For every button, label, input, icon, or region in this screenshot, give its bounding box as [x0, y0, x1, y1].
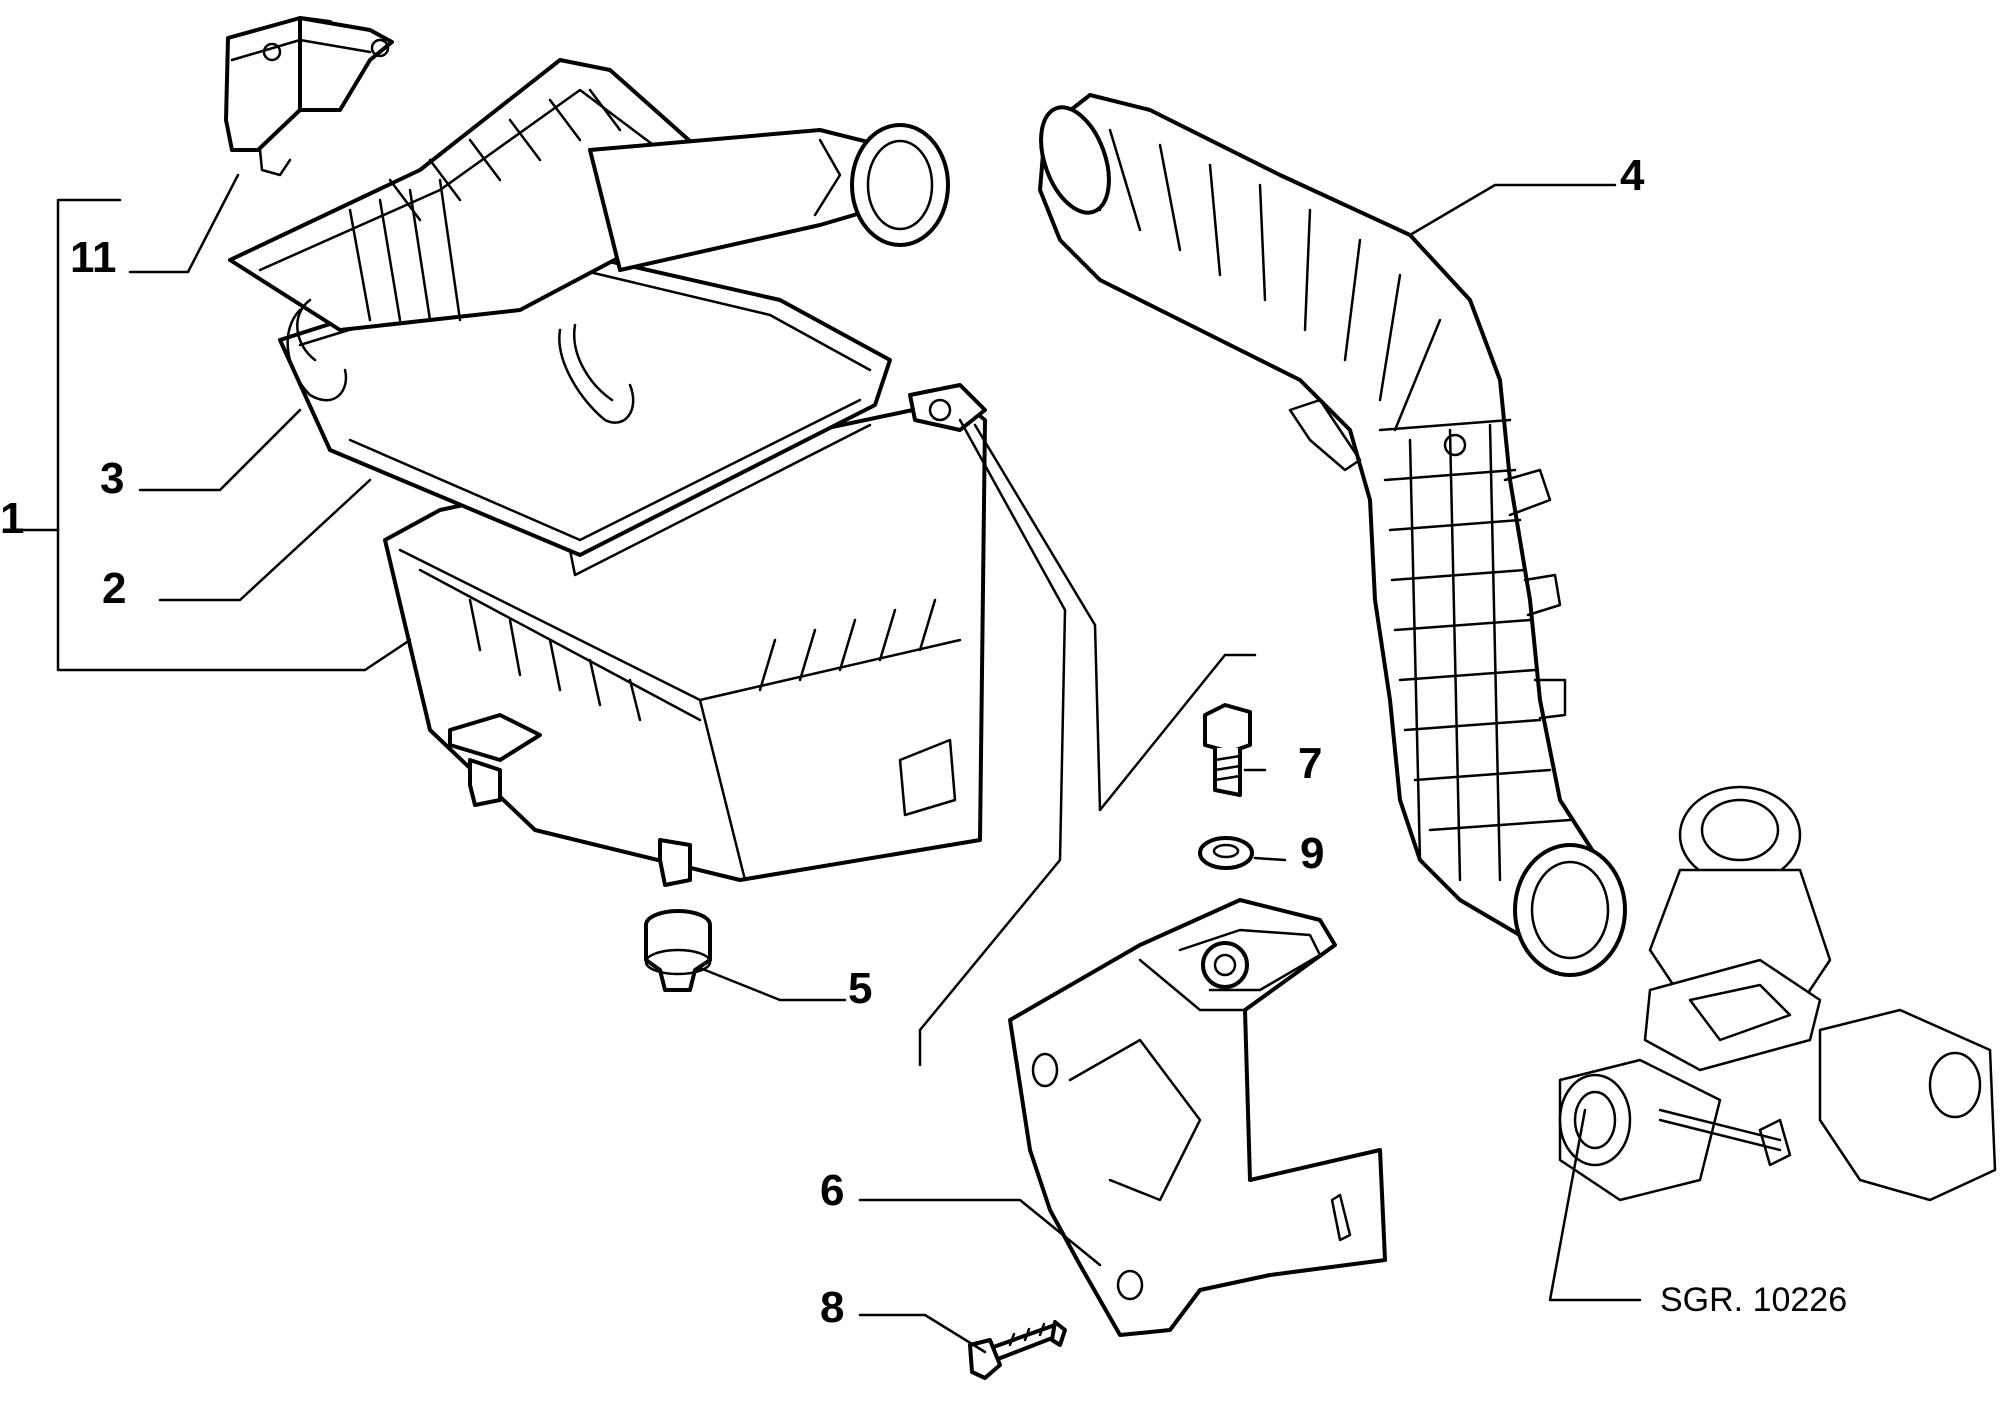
callout-4: 4 [1620, 151, 1645, 200]
mounting-bracket-part [1008, 898, 1387, 1337]
callout-9: 9 [1300, 829, 1324, 878]
screw-part-8 [968, 1320, 1067, 1380]
callout-1: 1 [0, 494, 24, 543]
washer-part [1198, 836, 1254, 870]
callout-5: 5 [848, 964, 872, 1013]
air-intake-hose-part [1038, 93, 1627, 977]
callout-2: 2 [102, 564, 126, 613]
callout-3: 3 [100, 454, 124, 503]
air-filter-housing-part [228, 58, 987, 887]
callout-labels: 11 1 3 2 4 5 6 7 8 9 SGR. 10226 [0, 151, 1847, 1332]
leader-lines [18, 173, 1642, 1354]
callout-11: 11 [70, 233, 117, 282]
bolt-part-7 [1203, 703, 1252, 797]
turbocharger-part [1558, 785, 1997, 1202]
callout-6: 6 [820, 1166, 844, 1215]
callout-8: 8 [820, 1283, 844, 1332]
grommet-part [644, 909, 712, 992]
reference-code: SGR. 10226 [1660, 1281, 1847, 1319]
callout-7: 7 [1298, 739, 1322, 788]
sensor-module-part [224, 16, 394, 177]
